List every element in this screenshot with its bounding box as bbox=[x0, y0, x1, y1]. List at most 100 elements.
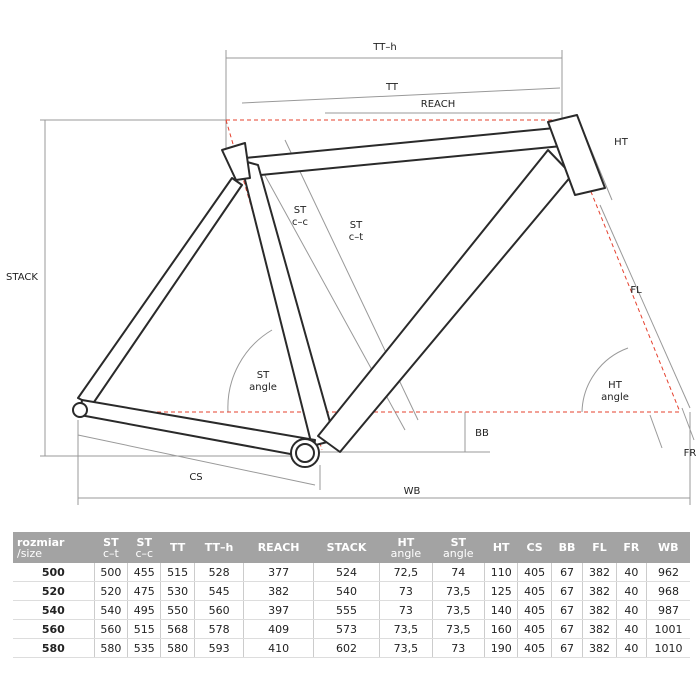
value-cell: 580 bbox=[93, 638, 128, 658]
column-header: rozmiar/size bbox=[13, 532, 95, 563]
tt-dim bbox=[241, 87, 561, 104]
column-header-line: c–c bbox=[135, 546, 154, 560]
bb-label: BB bbox=[475, 428, 489, 439]
column-header: CS bbox=[517, 532, 552, 563]
column-header-line: rozmiar bbox=[17, 535, 65, 549]
column-header: TT–h bbox=[194, 532, 244, 563]
value-cell: 495 bbox=[127, 600, 161, 620]
bike-frame bbox=[72, 114, 606, 468]
value-cell: 160 bbox=[484, 619, 518, 639]
value-cell: 397 bbox=[243, 600, 314, 620]
cs-label: CS bbox=[189, 472, 202, 483]
size-cell: 520 bbox=[13, 581, 95, 601]
ht-label: HT bbox=[614, 137, 629, 148]
value-cell: 405 bbox=[517, 619, 552, 639]
value-cell: 377 bbox=[243, 563, 314, 582]
value-cell: 535 bbox=[127, 638, 161, 658]
column-header-line: WB bbox=[658, 541, 679, 554]
column-header-line: BB bbox=[558, 541, 576, 554]
tt-h-label: TT–h bbox=[372, 42, 396, 53]
column-header: STACK bbox=[313, 532, 380, 563]
size-cell: 580 bbox=[13, 638, 95, 658]
stack-label: STACK bbox=[6, 272, 38, 283]
column-header: TT bbox=[160, 532, 195, 563]
value-cell: 73,5 bbox=[431, 581, 485, 601]
value-cell: 1010 bbox=[646, 638, 690, 658]
value-cell: 40 bbox=[615, 600, 647, 620]
value-cell: 573 bbox=[312, 619, 380, 639]
column-header-line: FL bbox=[592, 541, 607, 554]
st-angle-label-1: ST bbox=[257, 370, 270, 381]
value-cell: 73,5 bbox=[379, 638, 433, 658]
frame-diagram: TT–h TT REACH HT ST c–c ST c–t STACK FL … bbox=[6, 42, 697, 505]
value-cell: 73 bbox=[379, 600, 433, 620]
value-cell: 409 bbox=[243, 619, 314, 639]
value-cell: 455 bbox=[127, 563, 161, 582]
value-cell: 382 bbox=[582, 600, 617, 620]
value-cell: 568 bbox=[160, 619, 195, 639]
value-cell: 515 bbox=[160, 563, 195, 582]
st-cc-label-1: ST bbox=[294, 205, 307, 216]
value-cell: 528 bbox=[193, 563, 244, 582]
chainstay bbox=[79, 399, 316, 459]
seat-tube bbox=[239, 159, 336, 447]
st-ct-label-2: c–t bbox=[349, 232, 363, 243]
value-cell: 560 bbox=[93, 619, 128, 639]
dropout bbox=[72, 402, 88, 418]
st-ct-label-1: ST bbox=[350, 220, 363, 231]
value-cell: 40 bbox=[615, 619, 647, 639]
value-cell: 602 bbox=[312, 638, 380, 658]
value-cell: 140 bbox=[484, 600, 518, 620]
column-header-line: STACK bbox=[326, 541, 367, 554]
down-tube bbox=[317, 149, 573, 453]
column-header: WB bbox=[646, 532, 690, 563]
value-cell: 73,5 bbox=[431, 600, 485, 620]
fl-dim bbox=[599, 204, 691, 409]
st-cc-label-2: c–c bbox=[292, 217, 308, 228]
column-header-line: ST bbox=[450, 535, 467, 549]
size-cell: 560 bbox=[13, 619, 95, 639]
st-angle-label-2: angle bbox=[249, 382, 277, 393]
tt-label: TT bbox=[385, 82, 399, 93]
value-cell: 405 bbox=[517, 563, 552, 582]
st-angle-arc bbox=[227, 329, 273, 413]
column-header-line: CS bbox=[526, 541, 543, 554]
value-cell: 73,5 bbox=[431, 619, 485, 639]
value-cell: 530 bbox=[160, 581, 195, 601]
wb-label: WB bbox=[404, 486, 421, 497]
column-header-line: c–t bbox=[102, 546, 119, 560]
column-header-line: /size bbox=[17, 546, 43, 560]
value-cell: 67 bbox=[550, 619, 583, 639]
value-cell: 73 bbox=[379, 581, 433, 601]
value-cell: 382 bbox=[243, 581, 314, 601]
value-cell: 72,5 bbox=[379, 563, 433, 582]
column-header-line: HT bbox=[492, 541, 510, 554]
seat-stay bbox=[77, 177, 243, 406]
column-header-line: HT bbox=[397, 535, 415, 549]
column-header-line: TT–h bbox=[204, 541, 234, 554]
column-header: REACH bbox=[243, 532, 314, 563]
column-header-line: REACH bbox=[257, 541, 300, 554]
cs-dim bbox=[77, 434, 316, 486]
value-cell: 580 bbox=[160, 638, 195, 658]
column-header-line: ST bbox=[103, 535, 119, 549]
value-cell: 1001 bbox=[646, 619, 690, 639]
value-cell: 40 bbox=[615, 563, 647, 582]
value-cell: 550 bbox=[160, 600, 195, 620]
value-cell: 382 bbox=[582, 581, 617, 601]
column-header: HT bbox=[484, 532, 518, 563]
value-cell: 190 bbox=[484, 638, 518, 658]
column-header-line: angle bbox=[443, 546, 474, 560]
value-cell: 67 bbox=[550, 638, 583, 658]
value-cell: 545 bbox=[193, 581, 244, 601]
fr-label: FR bbox=[684, 448, 697, 459]
